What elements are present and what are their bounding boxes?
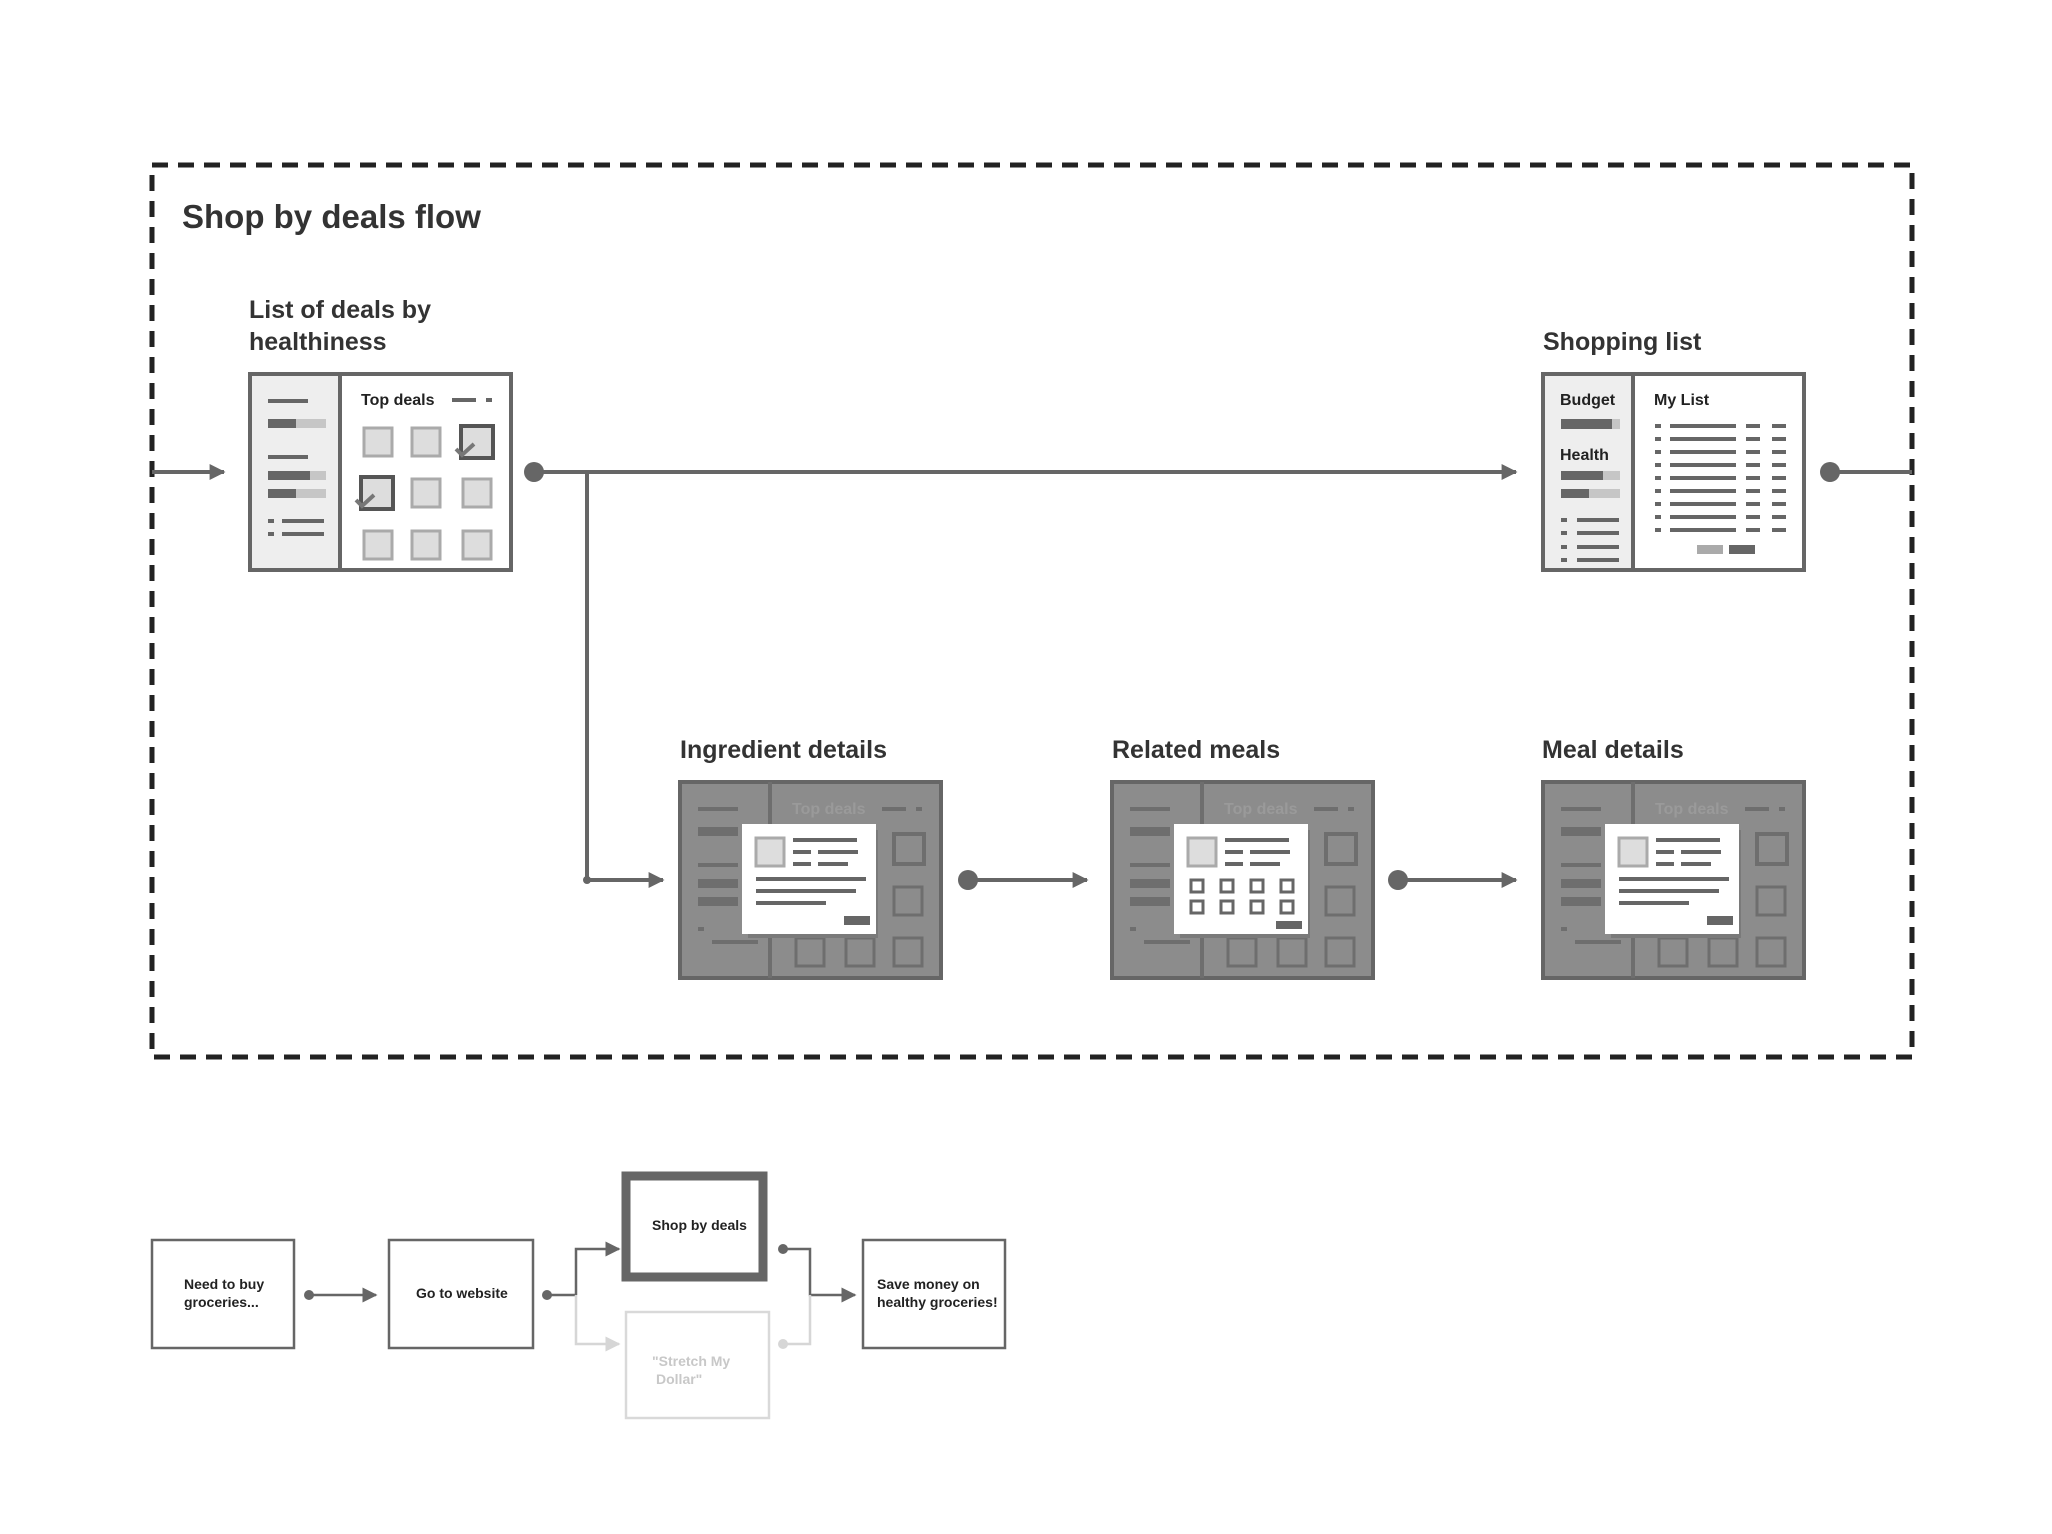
journey-step-stretch-my-dollar: "Stretch My Dollar"	[624, 1310, 771, 1420]
journey-step-go-to-website: Go to website	[387, 1238, 535, 1350]
connector-dots	[524, 462, 1840, 890]
journey-step-1-line1: Need to buy	[184, 1276, 264, 1292]
journey-step-2-line1: Go to website	[416, 1285, 508, 1301]
screen-label-related-meals: Related meals	[1112, 736, 1280, 764]
screen-label-deals-list-2: healthiness	[249, 328, 387, 356]
journey-step-shop-by-deals: Shop by deals	[621, 1171, 768, 1282]
wireframe-meal-details: Top deals	[1541, 780, 1806, 980]
shopping-list-my-list: My List	[1654, 392, 1710, 409]
journey-step-1-line2: groceries...	[184, 1294, 259, 1310]
screen-label-deals-list: List of deals by	[249, 296, 431, 324]
journey-dots	[304, 1244, 788, 1349]
shopping-list-budget: Budget	[1560, 392, 1616, 409]
journey-connectors-ghost	[574, 1295, 812, 1352]
ingredient-details-header: Top deals	[792, 801, 866, 818]
wireframe-ingredient-details: Top deals	[678, 780, 943, 980]
journey-step-4-line1: "Stretch My	[652, 1353, 730, 1369]
screen-label-shopping-list: Shopping list	[1543, 328, 1702, 356]
wireframe-deals-list: Top deals	[248, 372, 513, 572]
meal-details-header: Top deals	[1655, 801, 1729, 818]
wireframe-related-meals: Top deals	[1110, 780, 1375, 980]
journey-step-5-line1: Save money on	[877, 1276, 980, 1292]
related-meals-header: Top deals	[1224, 801, 1298, 818]
journey-step-4-line2: Dollar"	[656, 1371, 702, 1387]
deals-list-header: Top deals	[361, 392, 435, 409]
flow-title: Shop by deals flow	[182, 198, 481, 235]
screen-label-meal-details: Meal details	[1542, 736, 1684, 764]
journey-step-save-money: Save money on healthy groceries!	[861, 1238, 1007, 1350]
journey-step-5-line2: healthy groceries!	[877, 1294, 998, 1310]
wireframe-shopping-list: Budget Health My List	[1541, 372, 1806, 572]
journey-step-need-groceries: Need to buy groceries...	[150, 1238, 296, 1350]
journey-step-3-line1: Shop by deals	[652, 1217, 747, 1233]
screen-label-ingredient-details: Ingredient details	[680, 736, 887, 764]
shopping-list-health: Health	[1560, 447, 1609, 464]
